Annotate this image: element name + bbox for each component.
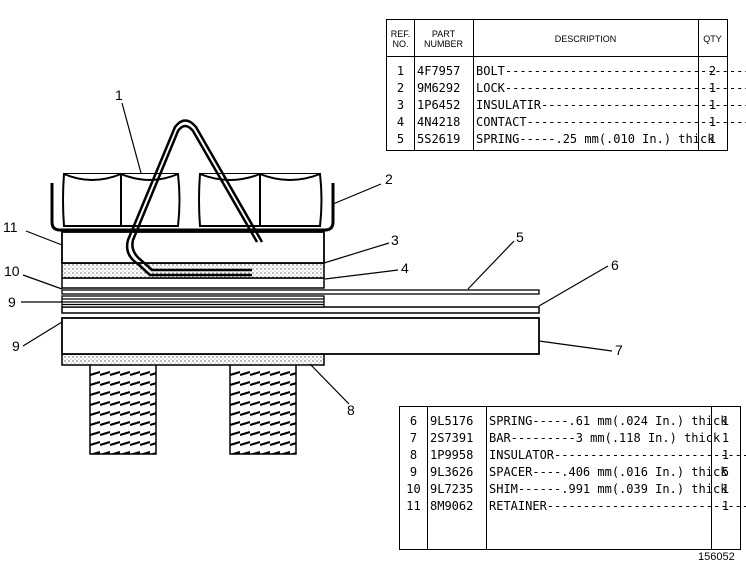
table-row: 2 9M6292 LOCK---------------------------…: [396, 81, 746, 95]
table-row: 8 1P9958 INSULATOR----------------------…: [409, 448, 746, 462]
callout-3: 3: [391, 232, 399, 248]
callout-9-lower: 9: [12, 338, 20, 354]
table-row: 11 8M9062 RETAINER----------------------…: [406, 499, 746, 513]
table-row: 5 5S2619 SPRING-----.25 mm(.010 In.) thi…: [396, 132, 717, 146]
bolt-thread-right: [229, 363, 297, 455]
header-qty: QTY: [703, 34, 722, 44]
table-row: 7 2S7391 BAR---------3 mm(.118 In.) thic…: [409, 431, 730, 445]
table-row: 3 1P6452 INSULATIR----------------------…: [396, 98, 746, 112]
callout-2: 2: [385, 171, 393, 187]
retainer: [61, 231, 325, 264]
bar: [61, 317, 540, 355]
lock-plate: [50, 183, 335, 232]
callout-5: 5: [516, 229, 524, 245]
header-description: DESCRIPTION: [554, 34, 617, 44]
header-part-number: PART NUMBER: [423, 29, 463, 49]
leader-lines: [21, 102, 613, 405]
table-row: 10 9L7235 SHIM------.991 mm(.039 In.) th…: [406, 482, 730, 496]
table-row: 9 9L3626 SPACER----.406 mm(.016 In.) thi…: [409, 465, 730, 479]
callout-7: 7: [615, 342, 623, 358]
callout-11: 11: [3, 219, 18, 235]
bolt-head-left: [62, 172, 181, 227]
insulator-bottom: [61, 353, 325, 366]
header-ref-no: REF. NO.: [390, 29, 411, 49]
callout-1: 1: [115, 87, 123, 103]
table-row: 6 9L5176 SPRING-----.61 mm(.024 In.) thi…: [409, 414, 730, 428]
callout-6: 6: [611, 257, 619, 273]
parts-table-bottom: 6 9L5176 SPRING-----.61 mm(.024 In.) thi…: [399, 406, 746, 550]
spring-6: [61, 306, 540, 314]
callout-10: 10: [4, 263, 20, 279]
callout-8: 8: [347, 402, 355, 418]
spring-5: [61, 289, 540, 295]
table-row: 1 4F7957 BOLT---------------------------…: [396, 64, 746, 78]
wire-clip: [125, 119, 264, 277]
bolt-thread-left: [89, 363, 157, 455]
table-row: 4 4N4218 CONTACT------------------------…: [396, 115, 746, 129]
callout-4: 4: [401, 260, 409, 276]
bolt-head-right: [198, 172, 323, 227]
callout-9-upper: 9: [8, 294, 16, 310]
contact: [61, 277, 325, 289]
parts-table-top: REF. NO. PART NUMBER DESCRIPTION QTY 1 4…: [386, 19, 746, 151]
spacer-stack: [61, 295, 325, 308]
drawing-number: 156052: [698, 551, 735, 563]
